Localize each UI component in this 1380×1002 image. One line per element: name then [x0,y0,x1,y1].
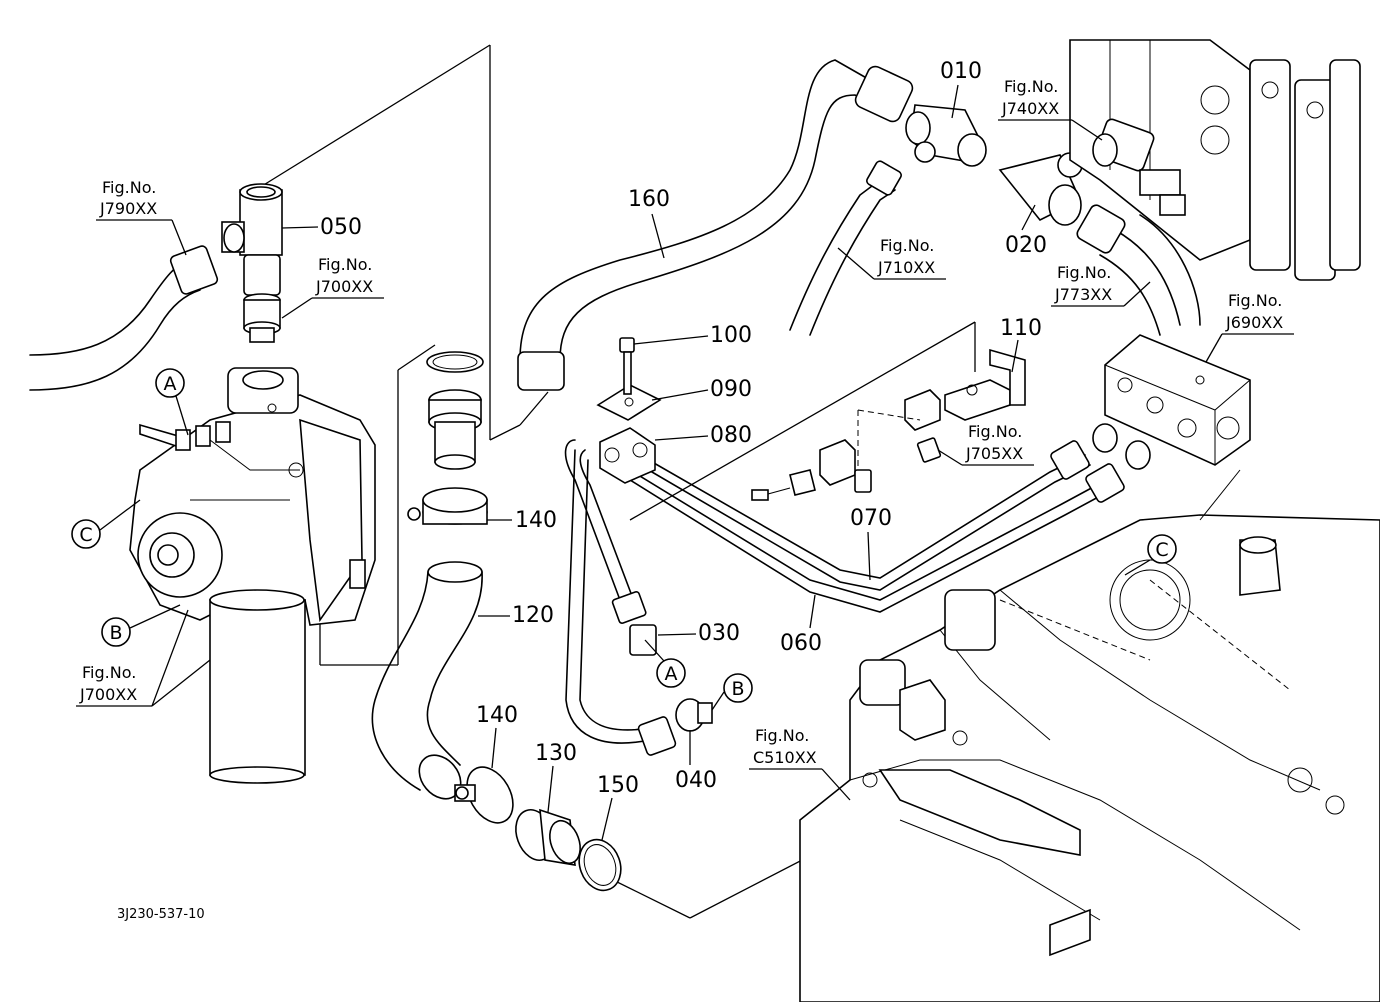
fig-ref-code-j705: J705XX [965,444,1023,463]
fig-ref-label: Fig.No. [102,178,156,197]
connection-markers: A B C A B C [71,368,1177,711]
part-number-140-lower: 140 [476,703,518,728]
bracket-110 [944,348,1026,421]
adapter-fitting [243,293,281,343]
part-number-090: 090 [710,377,752,402]
hose-j790 [29,245,219,391]
fig-ref-label: Fig.No. [968,422,1022,441]
part-number-120: 120 [512,603,554,628]
pipe-070 [639,440,1125,591]
hose-j710 [789,160,902,336]
part-number-labels: 010 020 030 040 050 060 070 080 090 100 … [281,59,1047,841]
fig-ref-label: Fig.No. [1228,291,1282,310]
hose-160 [517,59,914,391]
part-number-020: 020 [1005,233,1047,258]
hose-clamp-140-upper [407,487,488,525]
part-number-100: 100 [710,323,752,348]
fig-ref-label: Fig.No. [755,726,809,745]
drawing-code: 3J230-537-10 [117,907,205,922]
part-number-040: 040 [675,768,717,793]
part-number-010: 010 [940,59,982,84]
tee-fitting-020 [998,152,1083,226]
o-ring-150 [578,838,622,892]
fig-ref-code-j790: J790XX [99,199,157,218]
pipe-030-line [564,439,657,656]
pipe-040-line [565,449,713,756]
fig-ref-code-j700-bottom: J700XX [79,685,137,704]
marker-b-pump: B [109,622,122,644]
manifold-block-j690 [1092,334,1251,470]
part-number-130: 130 [535,741,577,766]
bolt-100 [619,337,635,395]
fig-ref-label: Fig.No. [82,663,136,682]
tee-fitting-010 [905,104,987,167]
hose-clamp-140-lower [454,766,514,824]
part-number-140-upper: 140 [515,508,557,533]
leader-lines [261,44,976,919]
part-number-050: 050 [320,215,362,240]
part-number-080: 080 [710,423,752,448]
marker-c-pump: C [79,524,92,546]
hydraulic-pump [129,367,376,784]
part-number-110: 110 [1000,316,1042,341]
part-number-070: 070 [850,506,892,531]
part-number-060: 060 [780,631,822,656]
fig-ref-code-j773: J773XX [1054,285,1112,304]
hose-fitting-upper [428,389,482,470]
suction-hose-120 [371,561,483,800]
part-number-030: 030 [698,621,740,646]
figure-references: Fig.No. J790XX Fig.No. J700XX Fig.No. J7… [76,77,1294,801]
marker-c-housing: C [1155,539,1168,561]
tee-fitting-050 [221,183,283,296]
plate-090 [596,384,662,421]
fig-ref-label: Fig.No. [318,255,372,274]
control-valve [1069,39,1361,281]
pipe-clamp-080 [599,427,656,484]
fig-ref-code-j740: J740XX [1001,99,1059,118]
marker-b-pipe: B [731,678,744,700]
o-ring-top [426,351,484,373]
hose-j773 [1076,204,1201,336]
fig-ref-code-j710: J710XX [877,258,935,277]
fig-ref-label: Fig.No. [1004,77,1058,96]
transmission-housing [799,469,1380,1002]
fig-ref-code-j700-top: J700XX [315,277,373,296]
fig-ref-code-c510: C510XX [753,748,817,767]
pipe-060 [629,469,1116,613]
clamp-j705 [751,389,942,501]
fig-ref-label: Fig.No. [880,236,934,255]
hose-fitting-130 [515,808,581,866]
part-number-150: 150 [597,773,639,798]
marker-a-pump: A [164,373,177,395]
fig-ref-label: Fig.No. [1057,263,1111,282]
marker-a-pipe: A [665,663,678,685]
part-number-160: 160 [628,187,670,212]
fig-ref-code-j690: J690XX [1225,313,1283,332]
